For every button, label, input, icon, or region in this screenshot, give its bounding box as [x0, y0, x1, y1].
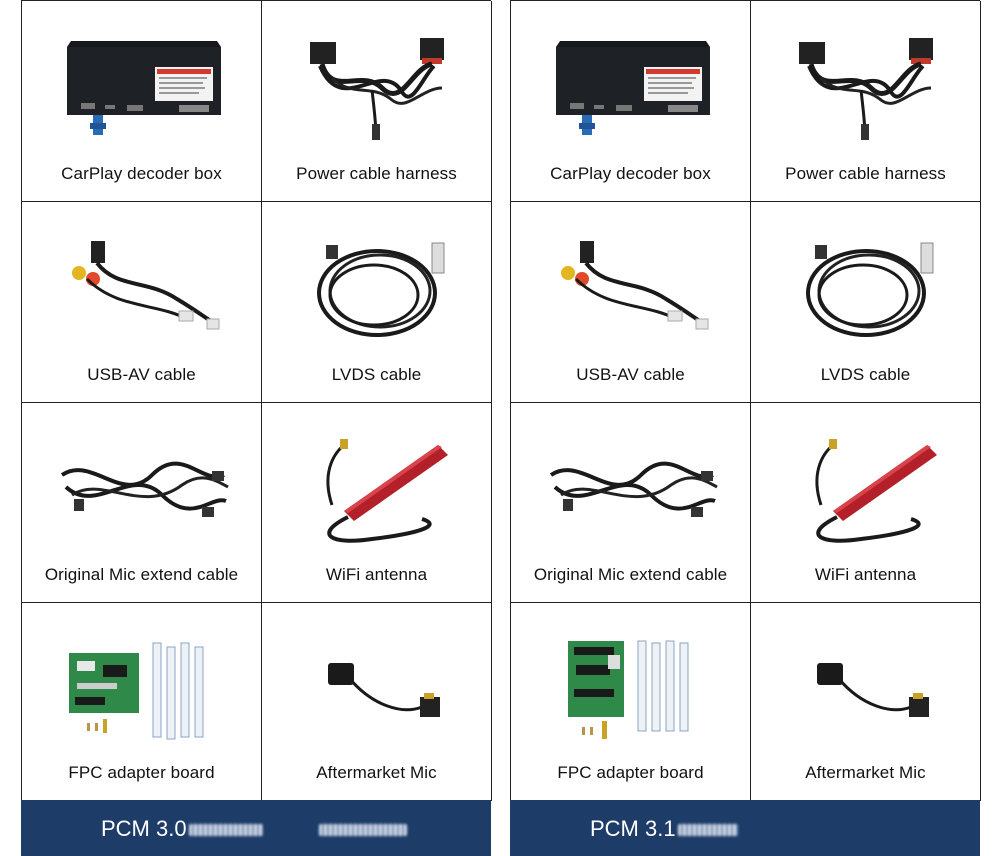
- panel-pcm-3-1: CarPlay decoder box Power cable harness: [510, 0, 981, 856]
- panel-pcm-3-0: CarPlay decoder box Power cable harness: [21, 0, 492, 856]
- fpc-board-photo-icon: [567, 640, 688, 739]
- item-caption: WiFi antenna: [325, 565, 428, 584]
- blurred-text: [678, 824, 738, 836]
- version-footer: PCM 3.0: [21, 800, 491, 856]
- item-cell-usb-av-cable: USB-AV cable: [511, 202, 751, 403]
- item-cell-fpc-board: FPC adapter board: [22, 603, 262, 801]
- item-caption: Original Mic extend cable: [44, 565, 239, 584]
- item-cell-power-harness: Power cable harness: [751, 1, 981, 202]
- blurred-text: [189, 824, 263, 836]
- decoder-box-photo-icon: [66, 41, 221, 135]
- item-cell-usb-av-cable: USB-AV cable: [22, 202, 262, 403]
- usb-av-cable-photo-icon: [71, 241, 219, 330]
- item-caption: Power cable harness: [785, 164, 946, 183]
- item-caption: Aftermarket Mic: [805, 763, 926, 782]
- item-caption: LVDS cable: [820, 365, 911, 384]
- usb-av-cable-photo-icon: [560, 241, 708, 330]
- item-caption: FPC adapter board: [557, 763, 704, 782]
- version-label: PCM 3.0: [101, 816, 187, 841]
- item-cell-wifi-antenna: WiFi antenna: [262, 403, 492, 603]
- item-cell-aftermarket-mic: Aftermarket Mic: [751, 603, 981, 801]
- wifi-antenna-photo-icon: [326, 439, 448, 543]
- item-cell-wifi-antenna: WiFi antenna: [751, 403, 981, 603]
- lvds-cable-photo-icon: [316, 242, 444, 337]
- item-caption: FPC adapter board: [68, 763, 215, 782]
- item-caption: WiFi antenna: [814, 565, 917, 584]
- item-caption: USB-AV cable: [87, 365, 196, 384]
- version-label: PCM 3.1: [590, 816, 676, 841]
- aftermarket-mic-photo-icon: [816, 663, 929, 717]
- item-caption: CarPlay decoder box: [61, 164, 222, 183]
- mic-extend-cable-photo-icon: [549, 461, 718, 517]
- power-harness-photo-icon: [798, 38, 933, 140]
- item-caption: Original Mic extend cable: [533, 565, 728, 584]
- lvds-cable-photo-icon: [805, 242, 933, 337]
- item-grid: CarPlay decoder box Power cable harness: [21, 0, 492, 801]
- item-caption: CarPlay decoder box: [550, 164, 711, 183]
- item-caption: LVDS cable: [331, 365, 422, 384]
- item-cell-fpc-board: FPC adapter board: [511, 603, 751, 801]
- item-cell-lvds-cable: LVDS cable: [751, 202, 981, 403]
- power-harness-photo-icon: [309, 38, 444, 140]
- item-caption: USB-AV cable: [576, 365, 685, 384]
- item-grid: CarPlay decoder box Power cable harness: [510, 0, 981, 801]
- item-cell-lvds-cable: LVDS cable: [262, 202, 492, 403]
- item-cell-aftermarket-mic: Aftermarket Mic: [262, 603, 492, 801]
- item-caption: Aftermarket Mic: [316, 763, 437, 782]
- item-caption: Power cable harness: [296, 164, 457, 183]
- mic-extend-cable-photo-icon: [60, 461, 229, 517]
- decoder-box-photo-icon: [555, 41, 710, 135]
- aftermarket-mic-photo-icon: [327, 663, 440, 717]
- item-cell-mic-extend-cable: Original Mic extend cable: [511, 403, 751, 603]
- item-cell-power-harness: Power cable harness: [262, 1, 492, 202]
- fpc-board-photo-icon: [68, 642, 203, 740]
- version-footer: PCM 3.1: [510, 800, 980, 856]
- wifi-antenna-photo-icon: [815, 439, 937, 543]
- item-cell-decoder-box: CarPlay decoder box: [511, 1, 751, 202]
- item-cell-mic-extend-cable: Original Mic extend cable: [22, 403, 262, 603]
- item-cell-decoder-box: CarPlay decoder box: [22, 1, 262, 202]
- blurred-text: [319, 824, 407, 836]
